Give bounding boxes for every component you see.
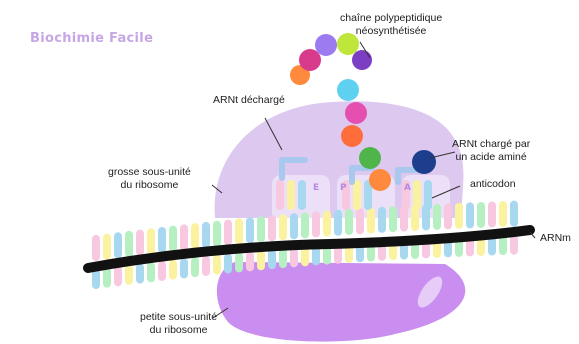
large-subunit-label: grosse sous-unité du ribosome — [108, 166, 191, 192]
mrna-base — [180, 224, 188, 250]
mrna-base — [169, 260, 177, 280]
mrna-base — [279, 248, 287, 268]
mrna-base — [257, 216, 265, 242]
mrna-base — [246, 251, 254, 271]
mrna-base — [301, 212, 309, 238]
amino-acid-bead — [337, 79, 359, 101]
mrna-base — [268, 215, 276, 241]
mrna-base — [246, 217, 254, 243]
trna-anticodon-base — [424, 180, 432, 210]
mrna-base — [510, 201, 518, 227]
mrna-base — [103, 268, 111, 288]
mrna-base — [433, 204, 441, 230]
mrna-base — [389, 206, 397, 232]
mrna-base — [202, 222, 210, 248]
amino-acid-bead — [352, 50, 372, 70]
mrna-base — [158, 261, 166, 281]
mrna-base — [290, 213, 298, 239]
mrna-base — [125, 231, 133, 257]
trna-anticodon-base — [298, 180, 306, 210]
mrna-base — [367, 208, 375, 234]
mrna-base — [279, 214, 287, 240]
site-p-letter: P — [340, 183, 347, 193]
mrna-base — [345, 209, 353, 235]
mrna-base — [268, 249, 276, 269]
trna-charged-label-line2: un acide aminé — [452, 151, 530, 164]
amino-acid-bead — [341, 125, 363, 147]
small-ribosome-subunit — [217, 262, 465, 342]
mrna-base — [191, 223, 199, 249]
mrna-base — [213, 255, 221, 275]
mrna-label: ARNm — [540, 232, 571, 245]
mrna-base — [213, 221, 221, 247]
mrna-base — [224, 254, 232, 274]
large-subunit-label-line2: du ribosome — [108, 179, 191, 192]
mrna-base — [158, 227, 166, 253]
chain-label: chaîne polypeptidique néosynthétisée — [340, 12, 442, 38]
mrna-base — [147, 262, 155, 282]
mrna-base — [235, 252, 243, 272]
trna-charged-label: ARNt chargé par un acide aminé — [452, 138, 530, 164]
trna-anticodon-base — [413, 180, 421, 210]
chain-label-line2: néosynthétisée — [340, 25, 442, 38]
mrna-base — [356, 208, 364, 234]
mrna-base — [466, 202, 474, 228]
mrna-base — [224, 220, 232, 246]
trna-anticodon-base — [276, 180, 284, 210]
amino-acid-bead — [345, 102, 367, 124]
anticodon-label: anticodon — [470, 178, 516, 191]
mrna-base — [169, 226, 177, 252]
amino-acid-bead — [369, 169, 391, 191]
mrna-base — [334, 210, 342, 236]
mrna-base — [499, 201, 507, 227]
trna-anticodon-base — [287, 180, 295, 210]
amino-acid-bead — [359, 147, 381, 169]
mrna-base — [312, 211, 320, 237]
mrna-base — [444, 203, 452, 229]
small-subunit-label-line1: petite sous-unité — [140, 311, 217, 324]
mrna-base — [114, 232, 122, 258]
mrna-base — [125, 265, 133, 285]
small-subunit-label-line2: du ribosome — [140, 324, 217, 337]
mrna-base — [92, 235, 100, 261]
mrna-base — [257, 250, 265, 270]
mrna-base — [323, 211, 331, 237]
mrna-base — [136, 230, 144, 256]
amino-acid-bead — [299, 49, 321, 71]
mrna-base — [510, 235, 518, 255]
mrna-base — [488, 201, 496, 227]
mrna-base — [147, 228, 155, 254]
trna-uncharged-label: ARNt déchargé — [213, 94, 285, 107]
incoming-amino-acid — [412, 150, 436, 174]
small-subunit-label: petite sous-unité du ribosome — [140, 311, 217, 337]
trna-charged-label-line1: ARNt chargé par — [452, 138, 530, 151]
site-a-letter: A — [404, 183, 411, 193]
mrna-base — [103, 234, 111, 260]
chain-label-line1: chaîne polypeptidique — [340, 12, 442, 25]
mrna-base — [114, 266, 122, 286]
mrna-base — [477, 202, 485, 228]
mrna-base — [191, 257, 199, 277]
amino-acid-bead — [315, 34, 337, 56]
mrna-base — [378, 207, 386, 233]
mrna-base — [235, 218, 243, 244]
mrna-base — [180, 258, 188, 278]
mrna-base — [202, 256, 210, 276]
mrna-base — [455, 203, 463, 229]
trna-anticodon-base — [353, 180, 361, 210]
large-subunit-label-line1: grosse sous-unité — [108, 166, 191, 179]
mrna-base — [136, 264, 144, 284]
site-e-letter: E — [313, 183, 319, 193]
